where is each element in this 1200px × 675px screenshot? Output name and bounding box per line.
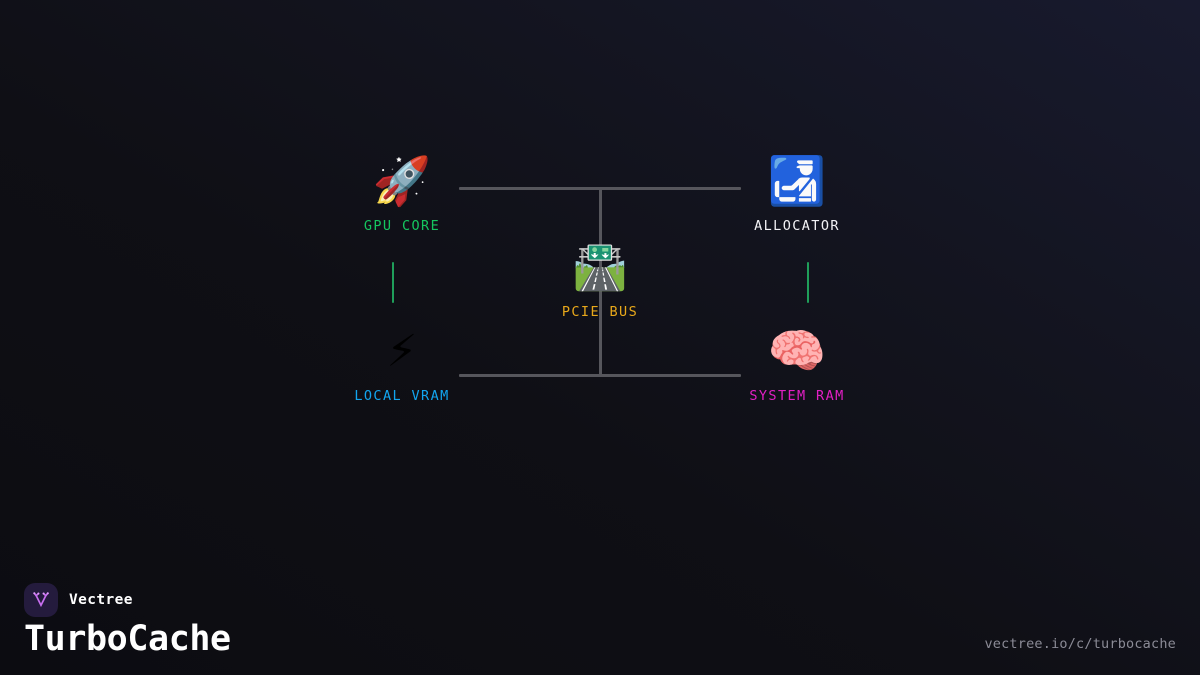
edge-allocator-to-ram xyxy=(807,262,809,303)
footer: Vectree TurboCache vectree.io/c/turbocac… xyxy=(0,565,1200,675)
edge-gpu-to-vram xyxy=(392,262,394,303)
customs-control-icon: 🛃 xyxy=(767,154,827,209)
brain-icon: 🧠 xyxy=(767,324,827,379)
node-system-ram[interactable]: 🧠 SYSTEM RAM xyxy=(702,324,892,404)
node-pcie-bus[interactable]: 🛣️ PCIE BUS xyxy=(505,240,695,320)
node-local-vram[interactable]: ⚡ LOCAL VRAM xyxy=(307,324,497,404)
footer-url: vectree.io/c/turbocache xyxy=(984,636,1176,652)
vectree-logo xyxy=(24,583,58,617)
lightning-bolt-icon: ⚡ xyxy=(386,326,418,377)
rocket-icon: 🚀 xyxy=(372,154,432,209)
brand-name: Vectree xyxy=(69,592,133,608)
edge-bus-vertical-spine xyxy=(599,187,602,377)
node-label-allocator: ALLOCATOR xyxy=(754,218,840,234)
node-label-gpu-core: GPU CORE xyxy=(363,218,441,234)
motorway-icon: 🛣️ xyxy=(572,242,628,293)
page-title: TurboCache xyxy=(24,619,231,659)
node-gpu-core[interactable]: 🚀 GPU CORE xyxy=(307,154,497,234)
node-label-local-vram: LOCAL VRAM xyxy=(354,388,450,404)
node-allocator[interactable]: 🛃 ALLOCATOR xyxy=(702,154,892,234)
node-label-system-ram: SYSTEM RAM xyxy=(749,388,845,404)
node-label-pcie-bus: PCIE BUS xyxy=(561,304,639,320)
brand-row[interactable]: Vectree xyxy=(24,583,133,617)
